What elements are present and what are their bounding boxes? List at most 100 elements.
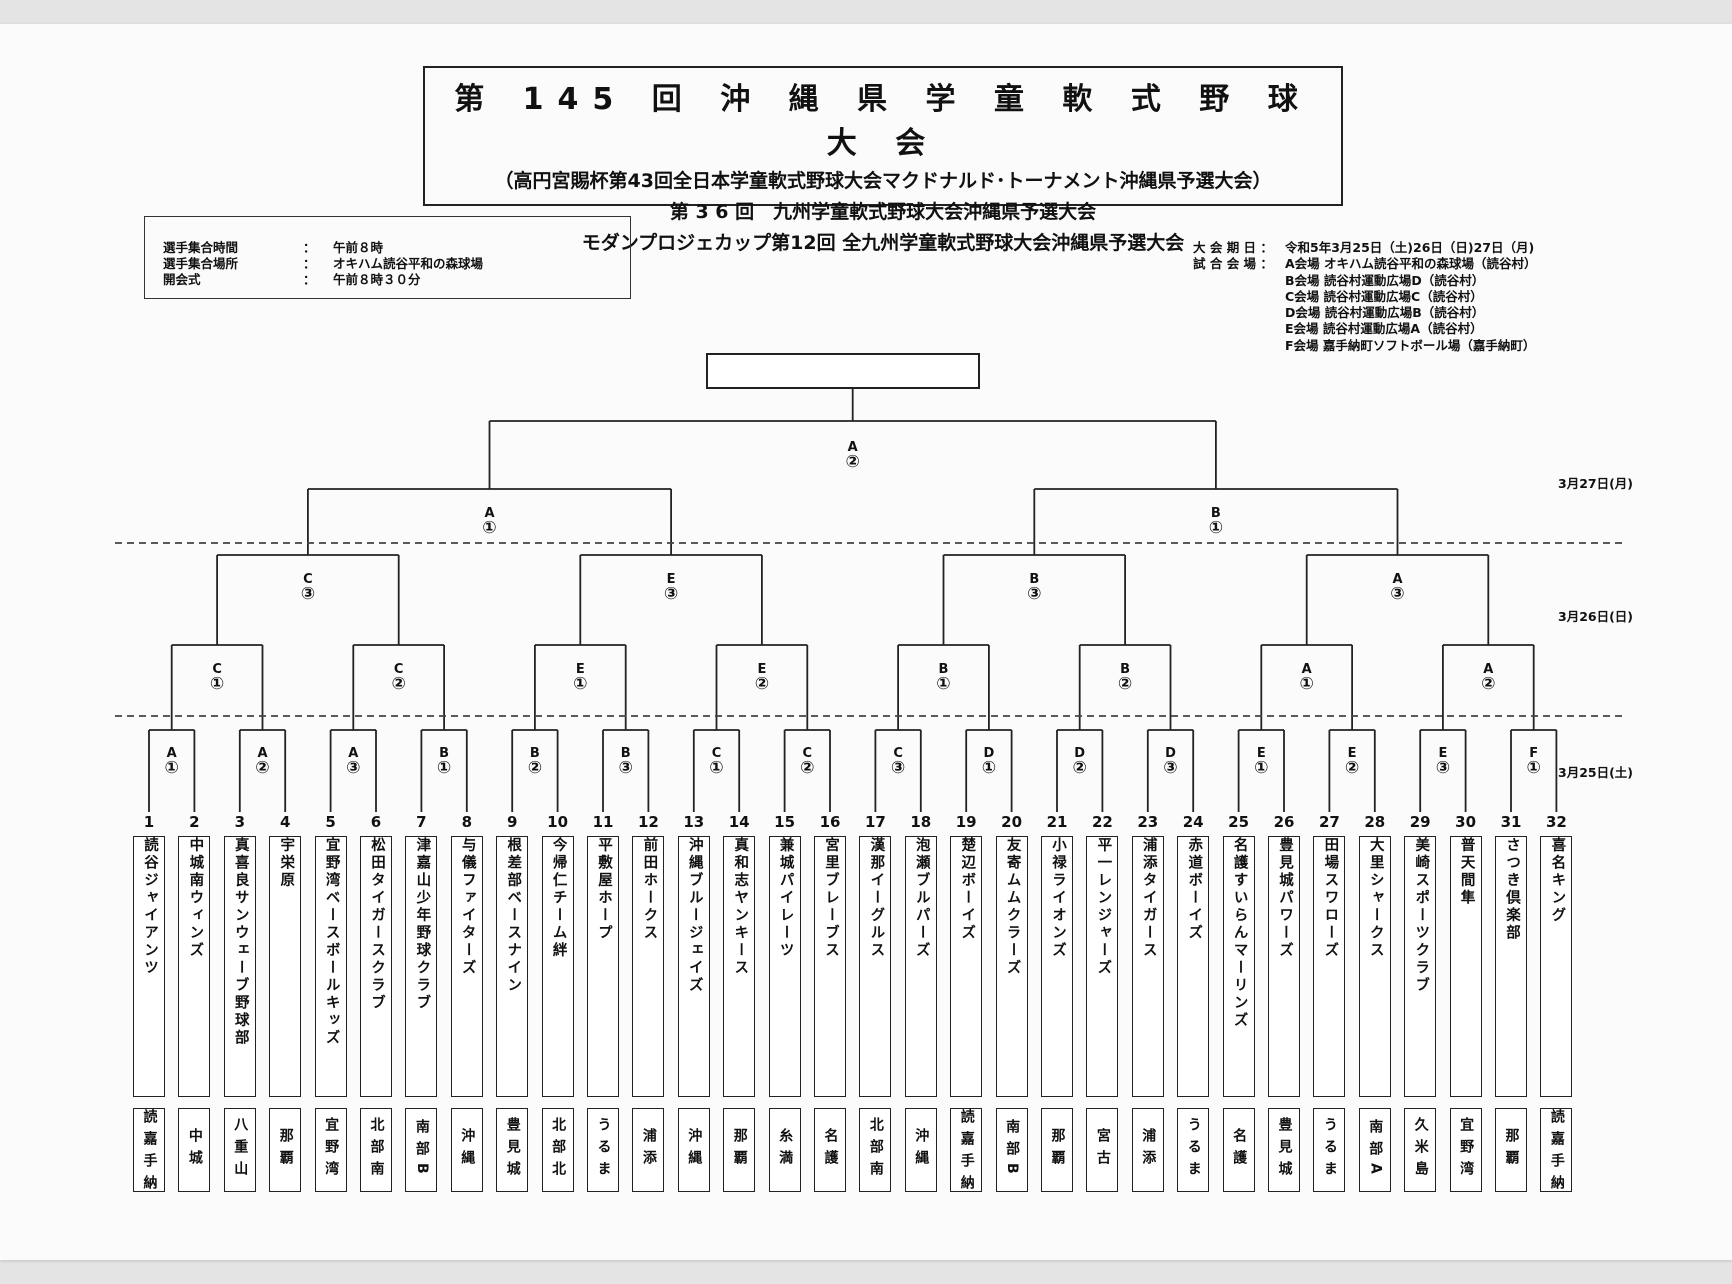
region-name: うるま — [1185, 1117, 1202, 1183]
team-box: 赤道ボーイズ — [1177, 836, 1210, 1097]
team-box: 泡瀬ブルパーズ — [904, 836, 937, 1097]
tournament-title: 第 145 回 沖 縄 県 学 童 軟 式 野 球 大 会 — [454, 82, 1312, 161]
region-box: 沖縄 — [904, 1108, 937, 1192]
region-box: 沖縄 — [677, 1108, 710, 1192]
team-box: 楚辺ボーイズ — [950, 836, 983, 1097]
region-name: 南部B — [413, 1118, 430, 1182]
seed-number: 10 — [547, 813, 569, 831]
match-venue: B — [1120, 662, 1131, 677]
team-name: 読谷ジャイアンツ — [142, 837, 158, 977]
region-name: 八重山 — [232, 1117, 249, 1183]
seed-number: 21 — [1046, 813, 1068, 831]
seed-number: 16 — [819, 813, 841, 831]
team-name: 根差部ベースナイン — [505, 837, 522, 995]
day-label-final: 3月27日(月) — [1558, 476, 1634, 491]
seed-number: 31 — [1500, 813, 1522, 831]
info-colon: ： — [303, 272, 316, 287]
match-venue: C — [802, 746, 813, 761]
team-name: 泡瀬ブルパーズ — [913, 837, 930, 960]
seed-number: 26 — [1273, 813, 1295, 831]
region-name: 読嘉手納谷・ — [1548, 1109, 1565, 1191]
team-box: 読谷ジャイアンツ — [133, 836, 165, 1097]
champion-box — [706, 353, 980, 389]
team-name: 楚辺ボーイズ — [959, 837, 976, 942]
team-box: 友寄ムムクラーズ — [995, 836, 1028, 1097]
team-name: 津嘉山少年野球クラブ — [414, 837, 431, 1012]
region-name: 宮古 — [1094, 1128, 1111, 1172]
seed-number: 20 — [1001, 813, 1023, 831]
seed-number: 2 — [189, 813, 200, 831]
match-venue: D — [1074, 746, 1086, 761]
team-box: 与儀ファイターズ — [450, 836, 483, 1097]
region-box: 名護 — [1222, 1108, 1255, 1192]
team-name: 宇栄原 — [278, 837, 295, 890]
tournament-subtitle-2: 第 3 6 回 九州学童軟式野球大会沖縄県予選大会 — [669, 201, 1097, 223]
region-box: 宜野湾 — [1449, 1108, 1482, 1192]
match-venue: E — [666, 572, 676, 587]
info-colon: ： — [303, 240, 316, 255]
team-name: 真和志ヤンキース — [732, 837, 749, 977]
team-box: 今帰仁チーム絆 — [541, 836, 574, 1097]
region-name: 北部南 — [368, 1117, 385, 1183]
team-box: 浦添タイガース — [1131, 836, 1164, 1097]
assembly-info-box: 選手集合時間 ： 午前８時 選手集合場所 ： オキハム読谷平和の森球場 開会式 … — [144, 216, 631, 299]
match-number: ② — [1072, 758, 1087, 778]
team-name: 松田タイガースクラブ — [369, 837, 385, 1012]
seed-number: 17 — [864, 813, 886, 831]
region-name: うるま — [1321, 1117, 1338, 1183]
region-box: 豊見城 — [1268, 1108, 1300, 1192]
team-name: 兼城パイレーツ — [777, 837, 794, 960]
team-box: 漢那イーグルス — [859, 836, 892, 1097]
team-name: 漢那イーグルス — [868, 837, 885, 960]
region-name: 豊見城 — [1276, 1117, 1293, 1183]
match-venue: E — [1438, 746, 1448, 761]
region-box: 北部南 — [360, 1108, 392, 1192]
venue-value: E会場 読谷村運動広場A（読谷村） — [1285, 321, 1483, 337]
match-number: ③ — [890, 758, 906, 778]
seed-number: 27 — [1318, 813, 1340, 831]
region-name: 名護 — [822, 1128, 839, 1172]
region-box: 読嘉手納谷・ — [133, 1108, 165, 1192]
venue-label: 大 会 期 日 ： — [1193, 240, 1273, 255]
venue-value: D会場 読谷村運動広場B（読谷村） — [1285, 305, 1485, 321]
region-name: 北部北 — [550, 1117, 567, 1183]
venue-value: C会場 読谷村運動広場C（読谷村） — [1285, 288, 1483, 304]
match-venue: B — [938, 662, 949, 677]
team-box: 喜名キング — [1540, 836, 1573, 1097]
seed-number: 23 — [1137, 813, 1159, 831]
region-box: 那覇 — [723, 1108, 756, 1192]
match-number: ① — [1208, 518, 1224, 538]
match-number: ③ — [1435, 758, 1451, 778]
team-box: 名護すいらんマーリンズ — [1222, 836, 1255, 1097]
info-value: 午前８時３０分 — [333, 272, 421, 287]
match-venue: B — [620, 746, 631, 761]
region-name: 那覇 — [1503, 1128, 1520, 1172]
match-venue: C — [393, 662, 404, 677]
match-number: ② — [1117, 674, 1133, 694]
day-label-round1: 3月25日(土) — [1558, 765, 1634, 780]
team-box: さつき倶楽部 — [1495, 836, 1527, 1097]
match-venue: A — [166, 746, 177, 761]
region-box: 豊見城 — [496, 1108, 529, 1192]
region-name: 沖縄 — [459, 1128, 476, 1172]
match-number: ③ — [1027, 584, 1042, 604]
match-venue: E — [757, 662, 767, 677]
match-number: ① — [936, 674, 951, 694]
match-venue: A — [1301, 662, 1312, 677]
venue-label: 試 合 会 場 ： — [1193, 256, 1273, 272]
team-name: 前田ホークス — [641, 837, 658, 942]
match-number: ① — [209, 674, 225, 694]
